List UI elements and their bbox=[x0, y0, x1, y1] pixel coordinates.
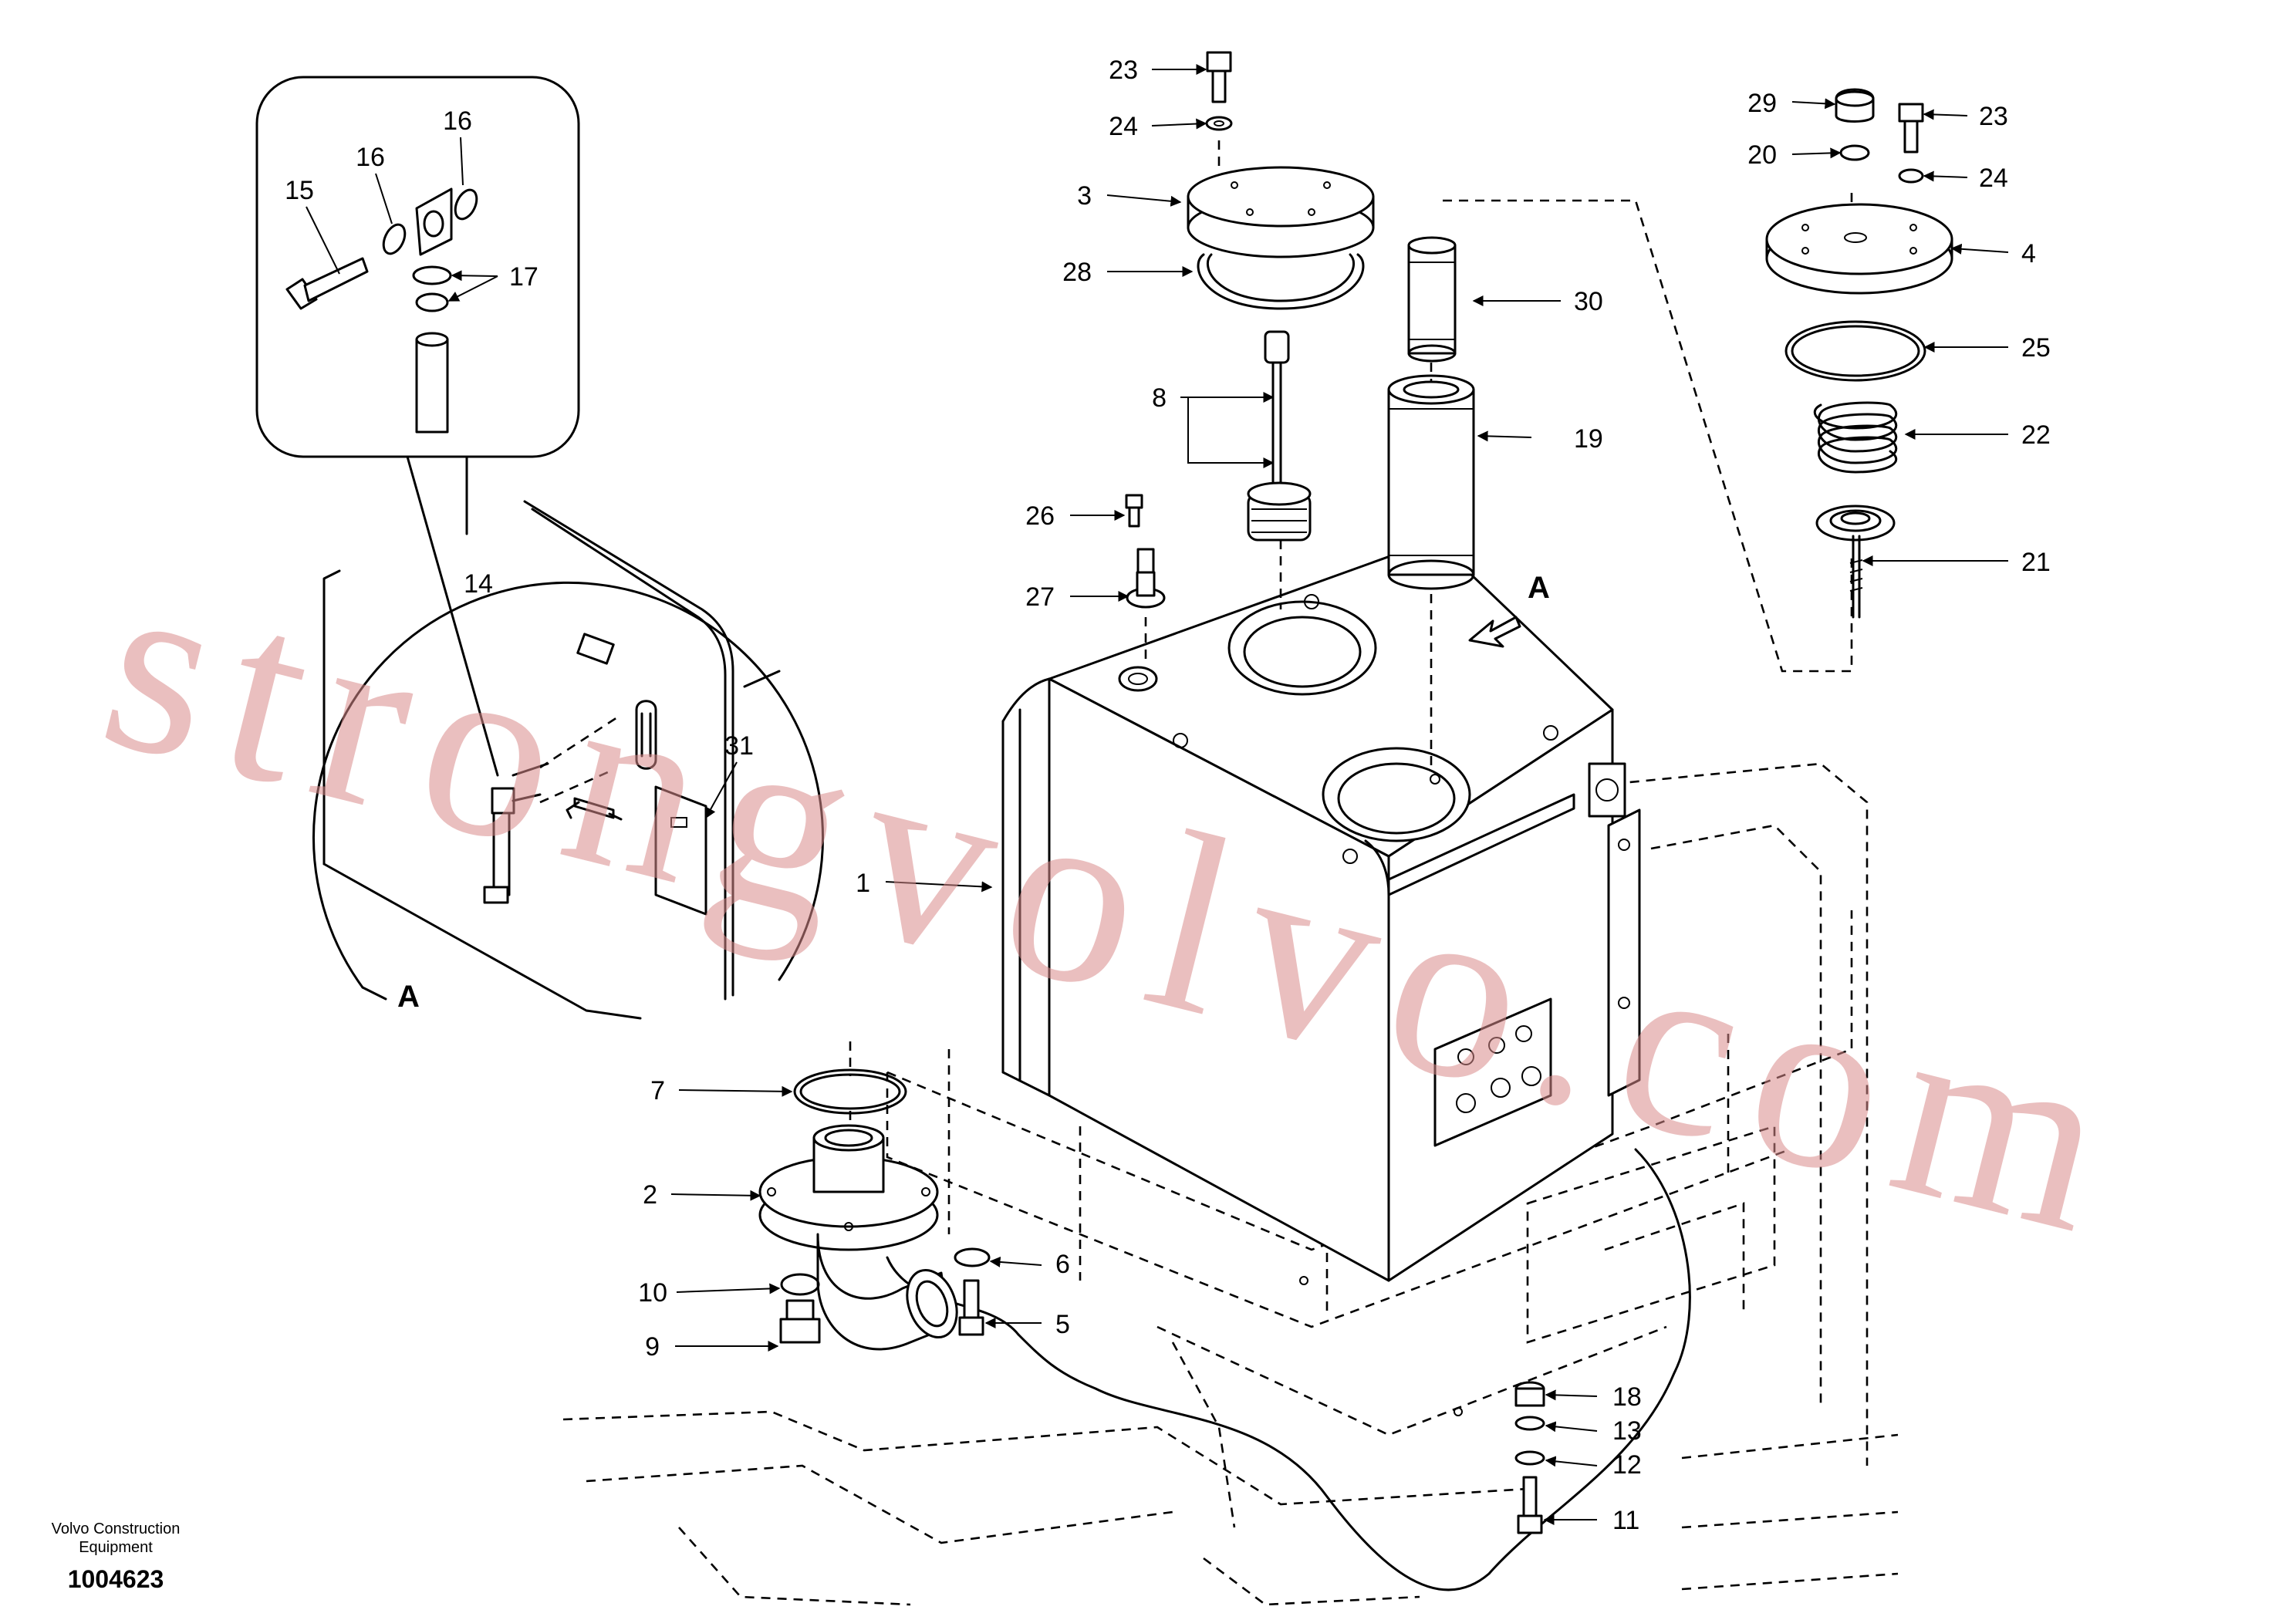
callout-17: 17 bbox=[509, 262, 539, 292]
o-ring-10 bbox=[780, 1273, 820, 1296]
callout-18: 18 bbox=[1612, 1382, 1642, 1412]
callout-16b: 16 bbox=[443, 106, 472, 136]
strainer-30 bbox=[1407, 236, 1457, 363]
breather-assembly bbox=[1765, 88, 1953, 619]
callout-26: 26 bbox=[1025, 501, 1055, 531]
callout-labels: 1 2 3 4 5 6 7 8 9 10 11 12 13 14 15 16 1… bbox=[285, 56, 2051, 1535]
callout-14: 14 bbox=[464, 569, 493, 599]
callout-11: 11 bbox=[1612, 1506, 1639, 1535]
callout-27: 27 bbox=[1025, 582, 1055, 612]
callout-24a: 24 bbox=[1109, 112, 1138, 141]
bolt-23-top bbox=[1205, 51, 1233, 131]
callout-12: 12 bbox=[1612, 1450, 1642, 1480]
plug-9 bbox=[779, 1299, 821, 1344]
callout-20: 20 bbox=[1747, 140, 1777, 170]
hydraulic-tank bbox=[1001, 538, 1641, 1282]
callout-19: 19 bbox=[1574, 424, 1603, 454]
bottom-fasteners bbox=[1514, 1381, 1545, 1534]
top-cover-3 bbox=[1187, 166, 1375, 258]
callout-7: 7 bbox=[650, 1076, 665, 1105]
callout-6: 6 bbox=[1055, 1250, 1070, 1279]
view-marker-a-main: A bbox=[1528, 571, 1550, 605]
callout-29: 29 bbox=[1747, 89, 1777, 118]
callout-16a: 16 bbox=[356, 143, 385, 172]
callout-2: 2 bbox=[643, 1180, 657, 1210]
callout-30: 30 bbox=[1574, 287, 1603, 316]
detail-view-a bbox=[312, 500, 824, 1020]
callout-31: 31 bbox=[724, 731, 754, 761]
callout-22: 22 bbox=[2021, 420, 2051, 450]
callout-13: 13 bbox=[1612, 1416, 1642, 1446]
fitting-27 bbox=[1125, 494, 1166, 609]
footer-brand-line1: Volvo Construction bbox=[52, 1520, 181, 1537]
drawing-number: 1004623 bbox=[68, 1565, 164, 1593]
gasket-28 bbox=[1197, 253, 1365, 310]
callout-10: 10 bbox=[638, 1278, 667, 1308]
detail-inset-box bbox=[255, 76, 580, 777]
bolt-5-washer-6 bbox=[954, 1247, 991, 1336]
callout-3: 3 bbox=[1077, 181, 1092, 211]
footer-block: Volvo Construction Equipment 1004623 bbox=[52, 1520, 181, 1593]
callout-23b: 23 bbox=[1979, 102, 2008, 131]
footer-brand-line2: Equipment bbox=[79, 1539, 153, 1556]
callout-28: 28 bbox=[1062, 258, 1092, 287]
callout-9: 9 bbox=[645, 1332, 660, 1362]
callout-1: 1 bbox=[856, 869, 870, 898]
callout-5: 5 bbox=[1055, 1310, 1070, 1339]
return-filter-19 bbox=[1387, 374, 1475, 590]
suction-hose-line bbox=[1017, 1148, 1691, 1591]
view-arrow-a bbox=[1468, 616, 1521, 648]
watermark-text: strongvolvo.com bbox=[81, 518, 2153, 1291]
callout-leaders bbox=[306, 64, 2009, 1525]
callout-21: 21 bbox=[2021, 548, 2051, 577]
suction-pipe-2 bbox=[758, 1041, 958, 1351]
callout-25: 25 bbox=[2021, 333, 2051, 363]
callout-23a: 23 bbox=[1109, 56, 1138, 85]
callout-4: 4 bbox=[2021, 239, 2036, 268]
callout-8: 8 bbox=[1152, 383, 1167, 413]
callout-24b: 24 bbox=[1979, 164, 2008, 193]
filter-element-8 bbox=[1247, 330, 1312, 542]
view-marker-a-detail: A bbox=[397, 980, 420, 1014]
callout-15: 15 bbox=[285, 176, 314, 205]
